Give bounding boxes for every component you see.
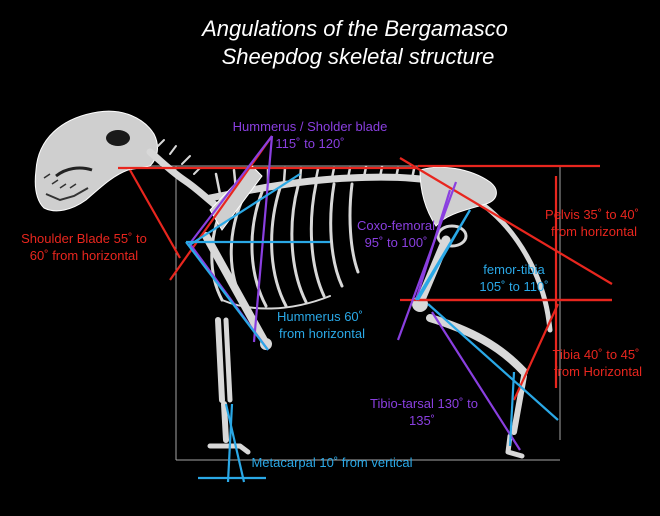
label-shoulder-blade-line-1: Shoulder Blade 55˚ to — [21, 231, 147, 246]
label-hummerus-sholder-blade: Hummerus / Sholder blade 115˚ to 120˚ — [233, 119, 388, 151]
label-hummerus-sholder-line-2: 115˚ to 120˚ — [275, 136, 344, 151]
label-hummerus-60-line-1: Hummerus 60˚ — [277, 309, 363, 324]
label-metacarpal: Metacarpal 10˚ from vertical — [251, 455, 412, 470]
label-hummerus-60-line-2: from horizontal — [279, 326, 365, 341]
label-coxo-femoral: Coxo-femoral 95˚ to 100˚ — [357, 218, 435, 250]
label-metacarpal-line-1: Metacarpal 10˚ from vertical — [251, 455, 412, 470]
label-hummerus-60: Hummerus 60˚ from horizontal — [277, 309, 365, 341]
red-reference-lines — [118, 135, 613, 401]
label-coxo-femoral-line-1: Coxo-femoral — [357, 218, 435, 233]
title-line-2: Sheepdog skeletal structure — [222, 44, 495, 69]
ribcage — [210, 182, 360, 310]
label-femor-tibia-line-1: femor-tibia — [483, 262, 545, 277]
skull — [34, 110, 158, 212]
label-femor-tibia: femor-tibia 105˚ to 110˚ — [479, 262, 548, 294]
label-tibia-line-1: Tibia 40˚ to 45˚ — [553, 347, 640, 362]
label-tibio-tarsal-line-1: Tibio-tarsal 130˚ to — [370, 396, 478, 411]
label-pelvis-line-2: from horizontal — [551, 224, 637, 239]
title-line-1: Angulations of the Bergamasco — [200, 16, 508, 41]
label-shoulder-blade: Shoulder Blade 55˚ to 60˚ from horizonta… — [21, 231, 147, 263]
neck-vertebrae — [146, 139, 218, 208]
label-shoulder-blade-line-2: 60˚ from horizontal — [30, 248, 138, 263]
dog-skeleton — [34, 110, 580, 461]
label-pelvis: Pelvis 35˚ to 40˚ from horizontal — [545, 207, 639, 239]
blue-angle-lines — [185, 173, 559, 483]
label-pelvis-line-1: Pelvis 35˚ to 40˚ — [545, 207, 639, 222]
label-hummerus-sholder-line-1: Hummerus / Sholder blade — [233, 119, 388, 134]
label-tibio-tarsal-line-2: 135˚ — [409, 413, 435, 428]
front-leg — [202, 165, 272, 455]
label-tibia: Tibia 40˚ to 45˚ from Horizontal — [553, 347, 643, 379]
label-tibio-tarsal: Tibio-tarsal 130˚ to 135˚ — [370, 396, 478, 428]
label-femor-tibia-line-2: 105˚ to 110˚ — [479, 279, 548, 294]
label-tibia-line-2: from Horizontal — [554, 364, 642, 379]
label-coxo-femoral-line-2: 95˚ to 100˚ — [365, 235, 428, 250]
